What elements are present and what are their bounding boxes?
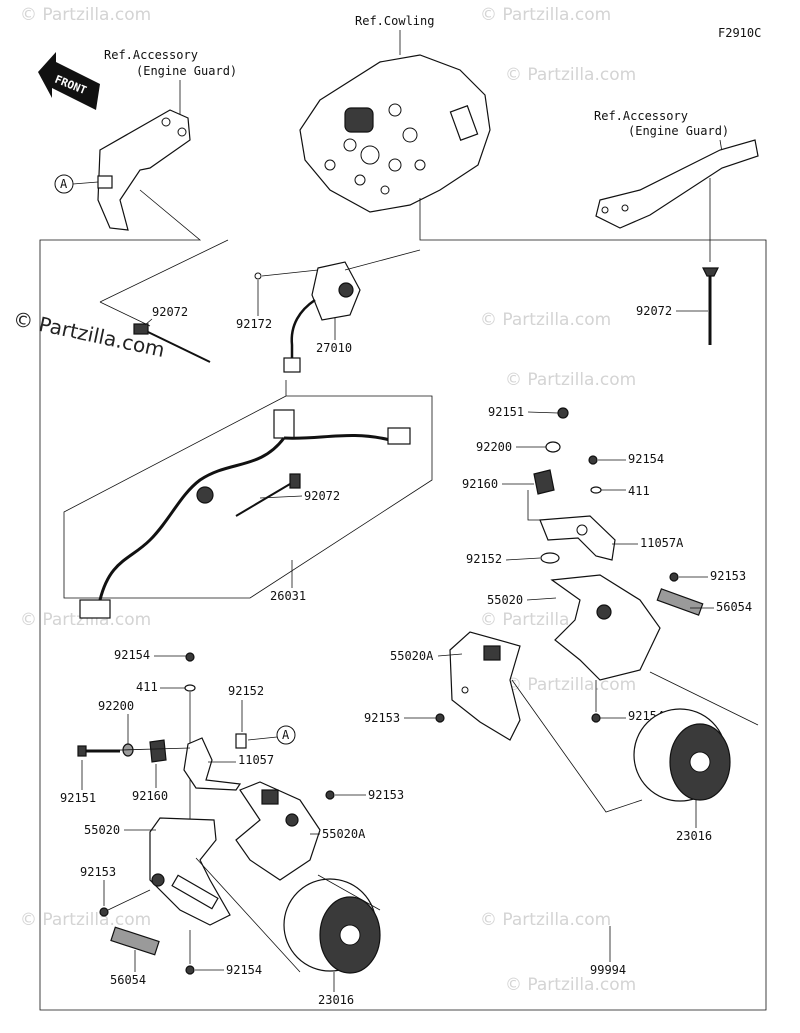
bolt-92153-left [325,790,335,800]
label-92072-right: 92072 [636,304,672,318]
switch-27010 [254,261,361,373]
watermark: © Partzilla.com [20,910,151,930]
ref-accessory-left: Ref.Accessory [104,48,198,62]
watermark: © Partzilla.com [480,310,611,330]
pad-56054-right [656,588,704,616]
tie-strap-mid [235,473,301,517]
front-arrow-icon: FRONT [38,52,100,110]
label-92072-left: 92072 [152,305,188,319]
label-92152-left: 92152 [228,684,264,698]
label-92153-left-low: 92153 [80,865,116,879]
bolt-92154-left-top [185,652,195,662]
label-55020-left: 55020 [84,823,120,837]
watermark: © Partzilla.com [505,65,636,85]
label-27010: 27010 [316,341,352,355]
washer-92200-right [545,441,561,453]
tie-strap-left [133,323,211,363]
cowling [299,54,491,213]
ref-engine-guard-right: (Engine Guard) [628,124,729,138]
label-55020a-right: 55020A [390,649,434,663]
label-411-right: 411 [628,484,650,498]
watermark: © Partzilla.com [20,5,151,25]
bolt-92154-right-bottom [591,713,601,723]
fog-lamp-23016-left [283,878,381,974]
collar-92152-left [235,733,247,749]
label-26031: 26031 [270,589,306,603]
watermark-layer: © Partzilla.com © Partzilla.com © Partzi… [20,5,636,995]
bolt-92154-right-top [588,455,598,465]
watermark: © Partzilla.com [480,5,611,25]
pad-56054-left [110,926,160,956]
fog-lamp-23016-right [633,708,731,802]
label-92151-left: 92151 [60,791,96,805]
diagram-code: F2910C [718,26,761,40]
bracket-55020a-left [235,781,321,881]
outer-frame [39,189,767,1011]
bolt-92151-right [557,407,569,419]
label-92153-left: 92153 [368,788,404,802]
bracket-55020-left [149,817,231,926]
label-11057a: 11057A [640,536,684,550]
callout-a-label: A [282,728,290,742]
bracket-11057-left [183,737,242,791]
ref-accessory-right: Ref.Accessory [594,109,688,123]
label-56054-right: 56054 [716,600,752,614]
label-92172: 92172 [236,317,272,331]
bolt-92153-right [669,572,679,582]
grommet-92160-left [149,739,167,763]
watermark: © Partzilla.com [505,675,636,695]
label-92154-left-bottom: 92154 [226,963,262,977]
watermark: © Partzilla.com [480,910,611,930]
watermark: © Partzilla.com [505,975,636,995]
label-92200-left: 92200 [98,699,134,713]
label-55020a-left: 55020A [322,827,366,841]
engine-guard-right [595,139,759,229]
washer-411-left [184,684,196,692]
label-92154-right-top: 92154 [628,452,664,466]
watermark: © Partzilla.com [20,610,151,630]
ref-cowling: Ref.Cowling [355,14,434,28]
label-92153-right: 92153 [710,569,746,583]
grommet-92160-right [533,469,555,495]
washer-411-right [590,486,602,494]
label-92160-left: 92160 [132,789,168,803]
callout-a-icon [276,725,296,745]
bolt-92153-mid [435,713,445,723]
ref-engine-guard-left: (Engine Guard) [136,64,237,78]
callout-a-label: A [60,177,68,191]
label-56054-left: 56054 [110,973,146,987]
label-92200-right: 92200 [476,440,512,454]
label-11057-left: 11057 [238,753,274,767]
label-23016-left: 23016 [318,993,354,1007]
label-411-left: 411 [136,680,158,694]
label-92154-left-top: 92154 [114,648,150,662]
label-92153-mid: 92153 [364,711,400,725]
wire-harness-26031 [79,409,411,619]
bracket-11057a [539,515,616,561]
label-23016-right: 23016 [676,829,712,843]
tie-strap-right [702,267,719,345]
label-99994: 99994 [590,963,626,977]
harness-box [63,380,433,599]
watermark: © Partzilla.com [505,370,636,390]
bolt-92153-left-low [99,907,109,917]
label-92152-right: 92152 [466,552,502,566]
engine-guard-left [97,109,191,231]
collar-92152-right [540,552,560,564]
label-92072-mid: 92072 [304,489,340,503]
label-92151-right: 92151 [488,405,524,419]
label-55020-right: 55020 [487,593,523,607]
bracket-55020a-right [449,631,521,741]
bracket-55020-right [550,574,661,681]
label-92160-right: 92160 [462,477,498,491]
bolt-92154-left-bottom [185,965,195,975]
